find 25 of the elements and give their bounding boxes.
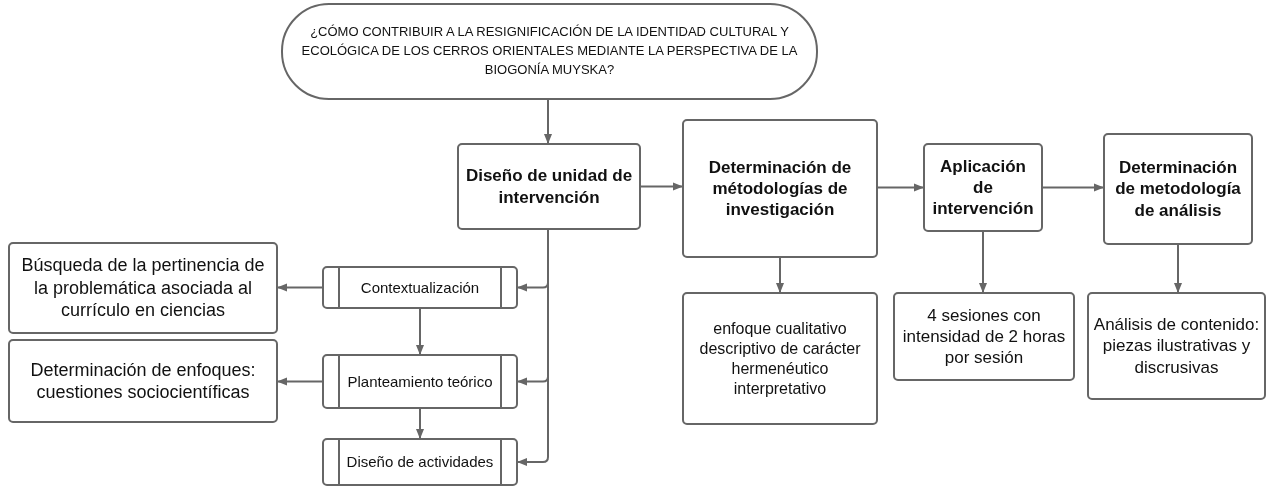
text-box: 4 sesiones con intensidad de 2 horas por sesión xyxy=(893,292,1075,381)
arrow xyxy=(277,283,323,292)
arrow xyxy=(640,182,683,191)
text-box: enfoque cualitativo descriptivo de carácter hermenéutico interpretativo xyxy=(682,292,878,425)
arrow xyxy=(517,229,549,466)
arrow xyxy=(877,183,924,192)
arrow xyxy=(776,257,784,293)
process-box: Determinación de métodologías de investigación xyxy=(682,119,878,258)
text-box: Análisis de contenido: piezas ilustrativas y discrusivas xyxy=(1087,292,1266,400)
subprocess-box: Diseño de actividades xyxy=(322,438,518,486)
subprocess-box: Planteamiento teórico xyxy=(322,354,518,409)
arrow xyxy=(416,308,424,355)
arrow xyxy=(1042,183,1104,192)
process-box: Diseño de unidad de intervención xyxy=(457,143,641,230)
text-box: Determinación de enfoques: cuestiones sociocientíficas xyxy=(8,339,278,423)
arrow xyxy=(544,99,552,144)
text-box: Búsqueda de la pertinencia de la problemática asociada al currículo en ciencias xyxy=(8,242,278,334)
arrow xyxy=(416,408,424,439)
question-box: ¿CÓMO CONTRIBUIR A LA RESIGNIFICACIÓN DE LA IDENTIDAD CULTURAL Y ECOLÓGICA DE LOS CERROS ORIENTALES MEDIANTE LA PERSPECTIVA DE LA BIOGONÍA MUYSKA? xyxy=(281,3,818,100)
arrow xyxy=(1174,244,1182,293)
arrow xyxy=(979,231,987,293)
subprocess-box: Contextualización xyxy=(322,266,518,309)
process-box: Determinación de metodología de análisis xyxy=(1103,133,1253,245)
process-box: Aplicación de intervención xyxy=(923,143,1043,232)
arrow xyxy=(277,377,323,386)
